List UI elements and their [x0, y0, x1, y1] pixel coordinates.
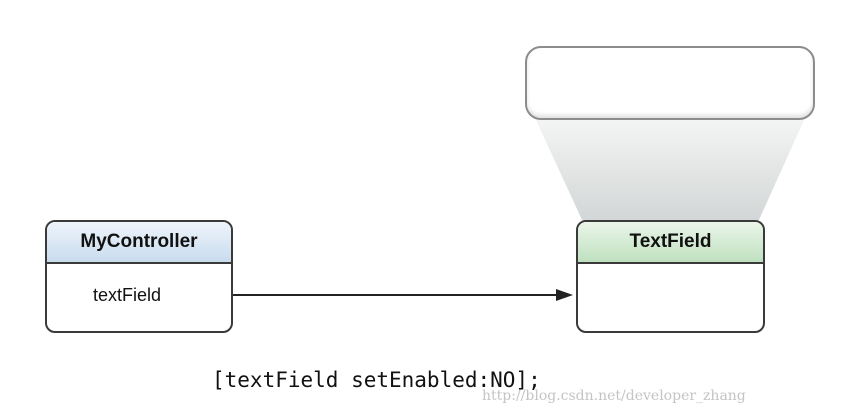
mycontroller-object: MyController — [45, 220, 233, 333]
watermark-url: http://blog.csdn.net/developer_zhang — [482, 388, 746, 404]
mycontroller-title: MyController — [47, 222, 231, 264]
code-statement: [textField setEnabled:NO]; — [212, 368, 541, 392]
textfield-object: TextField — [576, 220, 765, 333]
outlet-connection-arrowhead — [556, 289, 573, 301]
projection-beam — [535, 118, 805, 222]
textfield-outlet-label: textField — [93, 285, 162, 305]
textfield-title: TextField — [578, 222, 763, 264]
ui-text-field — [525, 46, 815, 120]
